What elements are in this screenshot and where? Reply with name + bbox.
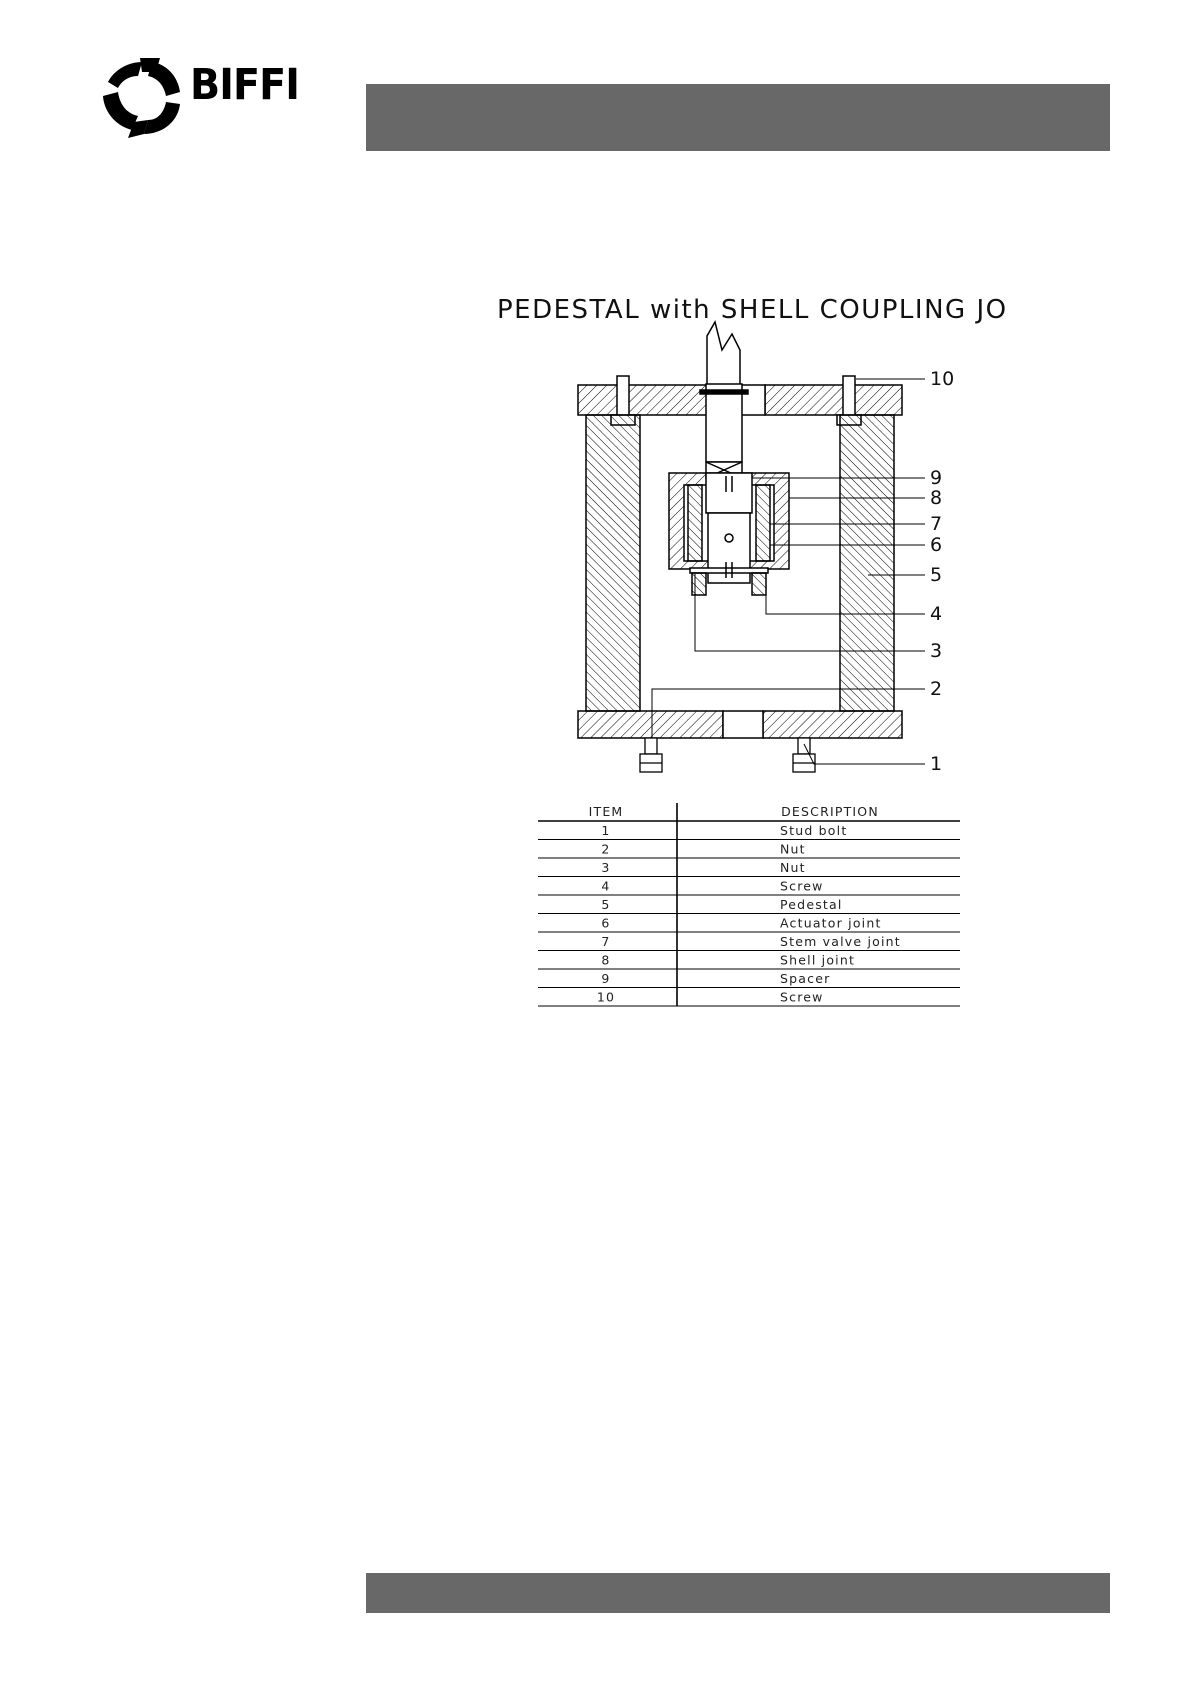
table-row: 3 Nut bbox=[538, 860, 960, 877]
table-header-item: ITEM bbox=[589, 804, 624, 819]
table-cell-item: 8 bbox=[601, 953, 610, 968]
callout-1: 1 bbox=[930, 753, 942, 775]
table-cell-description: Screw bbox=[780, 990, 824, 1005]
table-row: 2 Nut bbox=[538, 842, 960, 859]
table-header-description: DESCRIPTION bbox=[781, 804, 879, 819]
callout-7: 7 bbox=[930, 513, 942, 535]
table-cell-description: Stud bolt bbox=[780, 823, 847, 838]
stem-shaft bbox=[700, 322, 748, 478]
callout-3: 3 bbox=[930, 640, 942, 662]
callout-2: 2 bbox=[930, 678, 942, 700]
callout-numbers: 10 9 8 7 6 5 4 3 2 1 bbox=[930, 368, 954, 775]
biffi-logo-icon bbox=[98, 52, 188, 142]
table-cell-description: Spacer bbox=[780, 971, 830, 986]
callout-8: 8 bbox=[930, 487, 942, 509]
table-cell-description: Nut bbox=[780, 842, 806, 857]
table-cell-item: 10 bbox=[597, 990, 615, 1005]
table-row: 9 Spacer bbox=[538, 971, 960, 988]
drawing-title: PEDESTAL with SHELL COUPLING JOINT bbox=[497, 295, 1010, 325]
table-row: 10 Screw bbox=[538, 990, 960, 1007]
table-cell-description: Nut bbox=[780, 860, 806, 875]
table-cell-description: Stem valve joint bbox=[780, 934, 901, 949]
table-cell-description: Actuator joint bbox=[780, 916, 882, 931]
bottom-plate bbox=[578, 711, 902, 738]
table-cell-description: Pedestal bbox=[780, 897, 843, 912]
table-cell-description: Screw bbox=[780, 879, 824, 894]
shell-joint-assembly bbox=[669, 473, 789, 595]
stud-bolts bbox=[640, 738, 815, 772]
header-band bbox=[366, 84, 1110, 151]
footer-band bbox=[366, 1573, 1110, 1613]
table-cell-item: 3 bbox=[601, 860, 610, 875]
table-cell-item: 1 bbox=[601, 823, 610, 838]
pedestal-drawing: PEDESTAL with SHELL COUPLING JOINT bbox=[470, 284, 1010, 1010]
table-row: 7 Stem valve joint bbox=[538, 934, 960, 951]
table-cell-item: 6 bbox=[601, 916, 610, 931]
table-row: 4 Screw bbox=[538, 879, 960, 896]
table-cell-item: 9 bbox=[601, 971, 610, 986]
table-cell-item: 7 bbox=[601, 934, 610, 949]
table-row: 6 Actuator joint bbox=[538, 916, 960, 933]
brand-logo: BIFFI bbox=[98, 52, 308, 142]
table-row: 8 Shell joint bbox=[538, 953, 960, 970]
table-row: 5 Pedestal bbox=[538, 897, 960, 914]
callout-10: 10 bbox=[930, 368, 954, 390]
table-cell-item: 2 bbox=[601, 842, 610, 857]
table-cell-description: Shell joint bbox=[780, 953, 855, 968]
table-row: 1 Stud bolt bbox=[538, 823, 960, 840]
callout-4: 4 bbox=[930, 603, 942, 625]
table-cell-item: 5 bbox=[601, 897, 610, 912]
table-cell-item: 4 bbox=[601, 879, 610, 894]
callout-5: 5 bbox=[930, 564, 942, 586]
callout-9: 9 bbox=[930, 467, 942, 489]
brand-name: BIFFI bbox=[190, 64, 299, 107]
callout-6: 6 bbox=[930, 534, 942, 556]
